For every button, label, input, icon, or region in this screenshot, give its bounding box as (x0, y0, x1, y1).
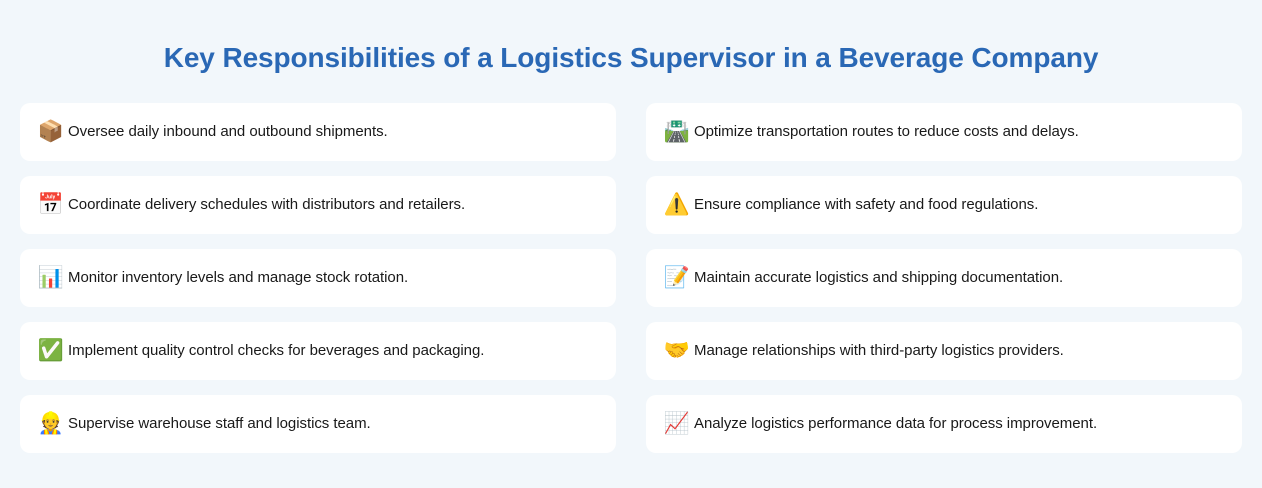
page-title: Key Responsibilities of a Logistics Supe… (163, 42, 1099, 73)
construction-worker-icon: 👷 (37, 412, 65, 435)
responsibility-card[interactable]: ⚠️ Ensure compliance with safety and foo… (646, 176, 1242, 234)
responsibility-text: Analyze logistics performance data for p… (694, 415, 1098, 432)
responsibility-card[interactable]: 📊 Monitor inventory levels and manage st… (20, 249, 616, 307)
responsibility-card[interactable]: ✅ Implement quality control checks for b… (20, 322, 616, 380)
bar-chart-icon: 📊 (37, 266, 65, 289)
responsibility-text: Optimize transportation routes to reduce… (694, 123, 1079, 140)
package-icon: 📦 (37, 120, 65, 143)
responsibility-card[interactable]: 📈 Analyze logistics performance data for… (646, 395, 1242, 453)
responsibility-text: Supervise warehouse staff and logistics … (68, 415, 371, 432)
responsibility-text: Manage relationships with third-party lo… (694, 342, 1064, 359)
calendar-icon: 📅 (37, 193, 65, 216)
right-column: 🛣️ Optimize transportation routes to red… (646, 103, 1242, 453)
check-mark-icon: ✅ (37, 339, 65, 362)
responsibility-card[interactable]: 🤝 Manage relationships with third-party … (646, 322, 1242, 380)
responsibility-card[interactable]: 📦 Oversee daily inbound and outbound shi… (20, 103, 616, 161)
responsibilities-columns: 📦 Oversee daily inbound and outbound shi… (20, 103, 1242, 453)
left-column: 📦 Oversee daily inbound and outbound shi… (20, 103, 616, 453)
responsibility-card[interactable]: 👷 Supervise warehouse staff and logistic… (20, 395, 616, 453)
responsibility-text: Coordinate delivery schedules with distr… (68, 196, 466, 213)
responsibility-card[interactable]: 📝 Maintain accurate logistics and shippi… (646, 249, 1242, 307)
responsibility-text: Implement quality control checks for bev… (68, 342, 485, 359)
responsibility-card[interactable]: 🛣️ Optimize transportation routes to red… (646, 103, 1242, 161)
responsibility-text: Oversee daily inbound and outbound shipm… (68, 123, 388, 140)
responsibility-card[interactable]: 📅 Coordinate delivery schedules with dis… (20, 176, 616, 234)
chart-increasing-icon: 📈 (663, 412, 691, 435)
handshake-icon: 🤝 (663, 339, 691, 362)
responsibility-text: Monitor inventory levels and manage stoc… (68, 269, 409, 286)
responsibility-text: Maintain accurate logistics and shipping… (694, 269, 1064, 286)
responsibility-text: Ensure compliance with safety and food r… (694, 196, 1039, 213)
motorway-icon: 🛣️ (663, 120, 691, 143)
warning-icon: ⚠️ (663, 193, 691, 216)
memo-icon: 📝 (663, 266, 691, 289)
